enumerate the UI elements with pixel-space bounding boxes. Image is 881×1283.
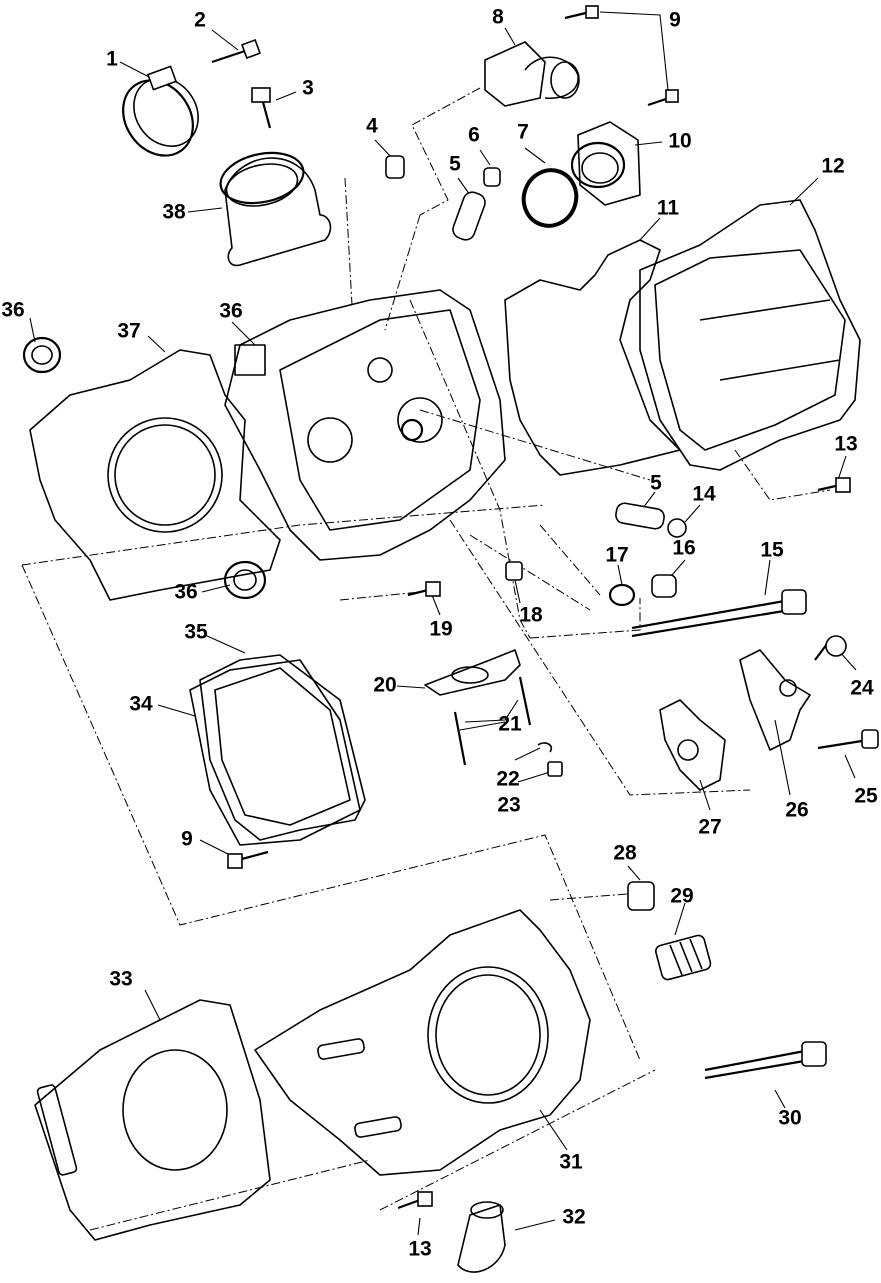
callout-labels: 1 2 3 4 5 6 7 8 9 10 11 12 13 5 14 15 16… — [1, 6, 878, 1261]
callout-15: 15 — [760, 539, 784, 562]
gasket-20-part — [424, 649, 521, 696]
callout-18: 18 — [519, 604, 543, 627]
plug-16-part — [651, 574, 677, 598]
callout-4: 4 — [366, 115, 378, 138]
cover-gasket-35-part — [199, 654, 366, 841]
bolt-19-part — [407, 581, 441, 597]
callout-33: 33 — [109, 968, 132, 991]
callout-24: 24 — [850, 677, 874, 700]
intake-boot-part — [219, 151, 332, 267]
bracket-27-part — [659, 699, 726, 791]
spring-29-part — [655, 934, 712, 981]
leader-lines — [29, 11, 857, 1236]
callout-7: 7 — [517, 121, 529, 144]
pin-5b-part — [615, 502, 665, 530]
callout-30: 30 — [778, 1107, 801, 1130]
callout-11: 11 — [657, 197, 680, 220]
callout-37: 37 — [117, 320, 140, 343]
elbow-32-part — [457, 1201, 506, 1273]
seal-36b-part — [223, 560, 267, 600]
callout-32: 32 — [562, 1206, 585, 1229]
callout-3: 3 — [302, 77, 314, 100]
callout-35: 35 — [184, 621, 208, 644]
callout-27: 27 — [698, 816, 721, 839]
callout-16: 16 — [672, 537, 695, 560]
callout-5b: 5 — [650, 472, 662, 495]
callout-2: 2 — [194, 9, 206, 32]
callout-31: 31 — [559, 1151, 583, 1174]
water-outlet-8-part — [484, 41, 580, 107]
bolt-25-part — [817, 729, 879, 750]
hose-clamp-part — [122, 65, 199, 157]
valve-cover-12-part — [639, 199, 861, 471]
callout-14: 14 — [692, 483, 716, 506]
callout-13b: 13 — [408, 1238, 431, 1261]
callout-26: 26 — [785, 799, 808, 822]
nut-23-part — [547, 761, 563, 777]
bracket-26-part — [739, 649, 811, 751]
callout-10: 10 — [668, 130, 691, 153]
tube-5-part — [452, 191, 486, 241]
cylinder-head-part — [224, 289, 506, 561]
callout-22: 22 — [496, 768, 519, 791]
callout-17: 17 — [605, 544, 628, 567]
callout-9: 9 — [669, 9, 681, 32]
long-bolt-30-part — [704, 1041, 827, 1080]
bolt-9b-part — [227, 850, 269, 869]
screw-3-part — [251, 87, 272, 129]
callout-29: 29 — [670, 885, 693, 908]
bolt-13b-part — [397, 1191, 433, 1210]
callout-34: 34 — [129, 693, 153, 716]
cylinder-31-part — [254, 909, 591, 1176]
callout-9b: 9 — [181, 828, 193, 851]
screw-2-part — [211, 39, 261, 64]
valve-cover-gasket-11-part — [504, 239, 681, 476]
callout-13: 13 — [834, 433, 857, 456]
o-ring-7-part — [521, 168, 579, 228]
washer-17-part — [608, 583, 636, 607]
callout-12: 12 — [821, 155, 844, 178]
callout-36a: 36 — [1, 299, 24, 322]
water-housing-10-part — [570, 121, 641, 206]
studs-21-part — [453, 676, 532, 766]
callout-19: 19 — [429, 618, 452, 641]
callout-36b: 36 — [219, 300, 242, 323]
callout-5: 5 — [449, 153, 461, 176]
nut-14-part — [667, 518, 687, 538]
pin-4-part — [385, 155, 405, 179]
callout-1: 1 — [106, 48, 118, 71]
cover-34-part — [189, 659, 361, 846]
callout-23: 23 — [497, 794, 520, 817]
callout-8: 8 — [492, 6, 504, 29]
callout-25: 25 — [854, 785, 878, 808]
callout-21: 21 — [498, 713, 522, 736]
clip-22-part — [537, 742, 553, 753]
screws-9-part — [564, 5, 679, 107]
callout-6: 6 — [468, 124, 480, 147]
long-bolt-15-part — [631, 589, 807, 638]
seal-36-part — [22, 336, 62, 374]
bolt-24-part — [814, 635, 847, 661]
callout-36c: 36 — [174, 581, 197, 604]
callout-28: 28 — [613, 842, 637, 865]
dowel-18-part — [505, 561, 523, 581]
callout-38: 38 — [162, 201, 186, 224]
bolt-13-part — [817, 477, 851, 493]
dowel-28-part — [627, 881, 655, 911]
cylinder-head-gasket-37-part — [29, 349, 281, 601]
cap-6-part — [483, 167, 501, 187]
assembly-dash-lines — [21, 87, 831, 1231]
base-gasket-33-part — [34, 999, 271, 1241]
callout-20: 20 — [373, 674, 396, 697]
